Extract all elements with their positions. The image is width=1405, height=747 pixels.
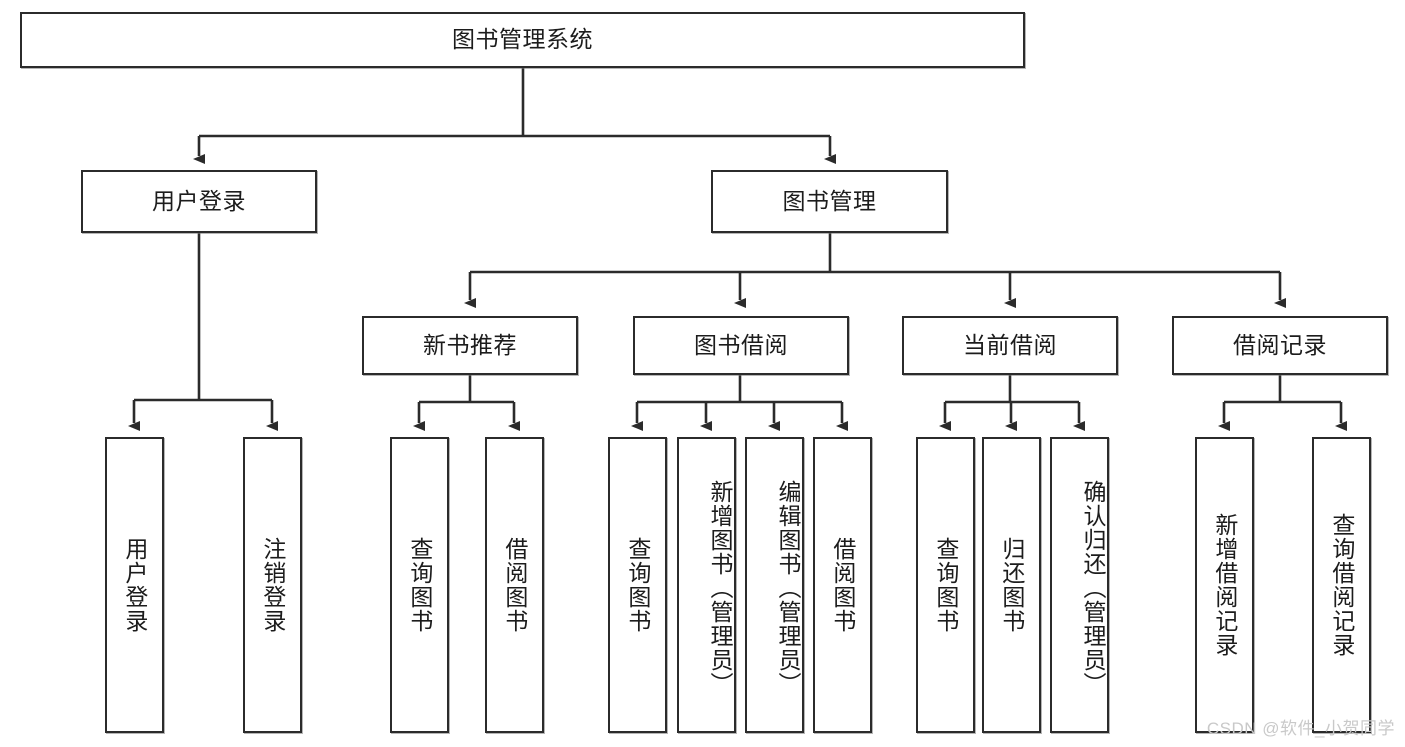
node-leaf-return-book[interactable]: 归还图书 (982, 437, 1041, 733)
node-leaf-add-record[interactable]: 新增借阅记录 (1195, 437, 1254, 733)
node-label: 借阅记录 (1233, 331, 1327, 358)
node-label: 查询图书 (406, 537, 433, 633)
node-label: 新增借阅记录 (1211, 513, 1238, 657)
node-label: 查询图书 (932, 537, 959, 633)
node-label: 图书管理系统 (452, 26, 593, 53)
node-label: 借阅图书 (501, 537, 528, 633)
node-leaf-confirm-return[interactable]: 确认归还（管理员） (1050, 437, 1109, 733)
node-label: 确认归还（管理员） (1080, 480, 1106, 696)
node-leaf-edit-book[interactable]: 编辑图书（管理员） (745, 437, 804, 733)
node-user-login[interactable]: 用户登录 (81, 170, 317, 233)
node-new-book-recommend[interactable]: 新书推荐 (362, 316, 578, 375)
node-book-management[interactable]: 图书管理 (711, 170, 948, 233)
node-leaf-query-book-1[interactable]: 查询图书 (390, 437, 449, 733)
node-book-management-system[interactable]: 图书管理系统 (20, 12, 1025, 68)
node-label: 查询借阅记录 (1328, 513, 1355, 657)
node-label: 注销登录 (259, 537, 286, 633)
node-borrow-record[interactable]: 借阅记录 (1172, 316, 1388, 375)
node-label: 借阅图书 (829, 537, 856, 633)
node-leaf-query-record[interactable]: 查询借阅记录 (1312, 437, 1371, 733)
node-label: 编辑图书（管理员） (775, 480, 801, 696)
node-leaf-query-book-3[interactable]: 查询图书 (916, 437, 975, 733)
node-label: 图书管理 (782, 187, 877, 214)
node-book-borrow[interactable]: 图书借阅 (633, 316, 849, 375)
node-leaf-add-book[interactable]: 新增图书（管理员） (677, 437, 736, 733)
node-label: 用户登录 (152, 187, 246, 214)
node-leaf-borrow-book-2[interactable]: 借阅图书 (813, 437, 872, 733)
node-current-borrow[interactable]: 当前借阅 (902, 316, 1118, 375)
node-label: 图书借阅 (694, 331, 788, 358)
node-leaf-logout-login[interactable]: 注销登录 (243, 437, 302, 733)
watermark: CSDN @软件_小贺同学 (1206, 719, 1395, 738)
node-label: 当前借阅 (963, 331, 1057, 358)
node-label: 用户登录 (121, 537, 148, 633)
node-leaf-query-book-2[interactable]: 查询图书 (608, 437, 667, 733)
node-label: 归还图书 (998, 537, 1025, 633)
node-leaf-borrow-book-1[interactable]: 借阅图书 (485, 437, 544, 733)
node-label: 新增图书（管理员） (707, 480, 733, 696)
node-leaf-user-login[interactable]: 用户登录 (105, 437, 164, 733)
node-label: 查询图书 (624, 537, 651, 633)
node-label: 新书推荐 (423, 331, 517, 358)
